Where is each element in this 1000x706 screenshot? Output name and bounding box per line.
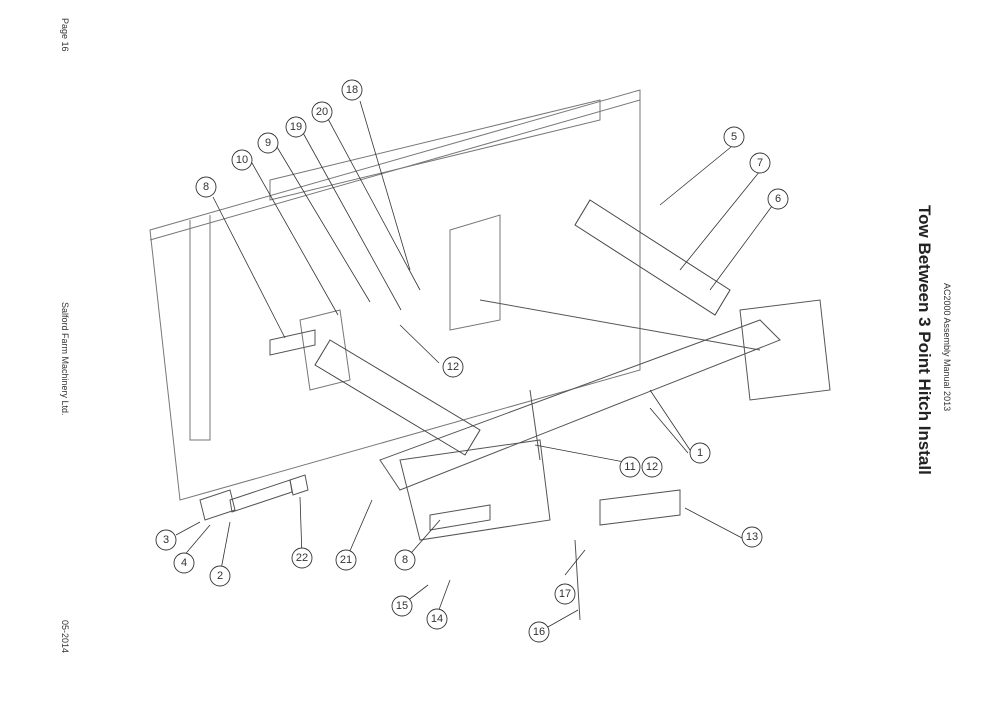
- callout-5: [723, 126, 745, 148]
- callout-3-label: 3: [163, 534, 169, 546]
- main-frame: [149, 89, 641, 501]
- top-bolt: [529, 389, 541, 461]
- callout-15-label: 15: [396, 600, 408, 612]
- callout-7: [749, 152, 771, 174]
- callout-10-label: 10: [236, 154, 248, 166]
- callout-3: [155, 529, 177, 551]
- callout-1-label: 1: [697, 447, 703, 459]
- pin-plate: [199, 489, 236, 521]
- callout-20-label: 20: [316, 106, 328, 118]
- pin-left: [269, 329, 316, 356]
- tow-bar: [479, 299, 761, 351]
- callout-4: [173, 552, 195, 574]
- callout-20: [311, 101, 333, 123]
- page-title: Tow Between 3 Point Hitch Install: [915, 205, 934, 475]
- callout-2-label: 2: [217, 570, 223, 582]
- callout-11: [619, 456, 641, 478]
- callout-21: [335, 549, 357, 571]
- callout-14: [426, 608, 448, 630]
- callout-19-label: 19: [290, 121, 302, 133]
- frame-plate: [449, 214, 501, 331]
- lower-link-arm: [379, 319, 781, 491]
- callout-11-label: 11: [624, 461, 635, 473]
- callout-19: [285, 116, 307, 138]
- callout-21-label: 21: [340, 554, 352, 566]
- callout-7-label: 7: [757, 157, 763, 169]
- callout-4-label: 4: [181, 557, 187, 569]
- callout-16: [528, 621, 550, 643]
- callout-8b: [394, 549, 416, 571]
- callout-9: [257, 132, 279, 154]
- frame-bracket: [299, 309, 351, 391]
- right-cylinder: [574, 199, 731, 316]
- pin-2: [229, 479, 293, 513]
- exploded-assembly-drawing: 3 4 2 22 21 8 15 14 17 16 13 1 11 12 12 …: [149, 79, 831, 643]
- manual-name: AC2000 Assembly Manual 2013: [942, 283, 952, 412]
- callout-22-label: 22: [296, 552, 308, 564]
- callout-17: [554, 583, 576, 605]
- callout-14-label: 14: [431, 613, 443, 625]
- rear-bracket: [739, 299, 831, 401]
- callout-16-label: 16: [533, 626, 545, 638]
- callout-12b: [641, 456, 663, 478]
- callout-9-label: 9: [265, 137, 271, 149]
- callout-17-label: 17: [559, 588, 571, 600]
- callout-12b-label: 12: [646, 461, 658, 473]
- callout-2: [209, 565, 231, 587]
- bottom-pin: [429, 504, 491, 531]
- callout-6: [767, 188, 789, 210]
- bushing-22: [289, 474, 309, 496]
- callout-8b-label: 8: [402, 554, 408, 566]
- callout-18-label: 18: [346, 84, 358, 96]
- callout-13-label: 13: [746, 531, 758, 543]
- bolt-16: [574, 539, 581, 621]
- callout-5-label: 5: [731, 131, 737, 143]
- callout-22: [291, 547, 313, 569]
- callout-8a: [195, 176, 217, 198]
- callout-1: [689, 442, 711, 464]
- callout-15: [391, 595, 413, 617]
- part-13: [599, 489, 681, 526]
- callout-6-label: 6: [775, 193, 781, 205]
- company-name: Salford Farm Machinery Ltd.: [60, 302, 70, 416]
- callout-13: [741, 526, 763, 548]
- callout-8a-label: 8: [203, 181, 209, 193]
- callout-10: [231, 149, 253, 171]
- frame-crossbar: [269, 99, 601, 201]
- callout-18: [341, 79, 363, 101]
- page-number: Page 16: [60, 18, 70, 52]
- front-bracket: [399, 439, 551, 541]
- callout-12a-label: 12: [447, 361, 459, 373]
- frame-upright: [189, 215, 211, 441]
- left-cylinder: [314, 339, 481, 456]
- callout-12a: [442, 356, 464, 378]
- publication-date: 05-2014: [60, 620, 70, 654]
